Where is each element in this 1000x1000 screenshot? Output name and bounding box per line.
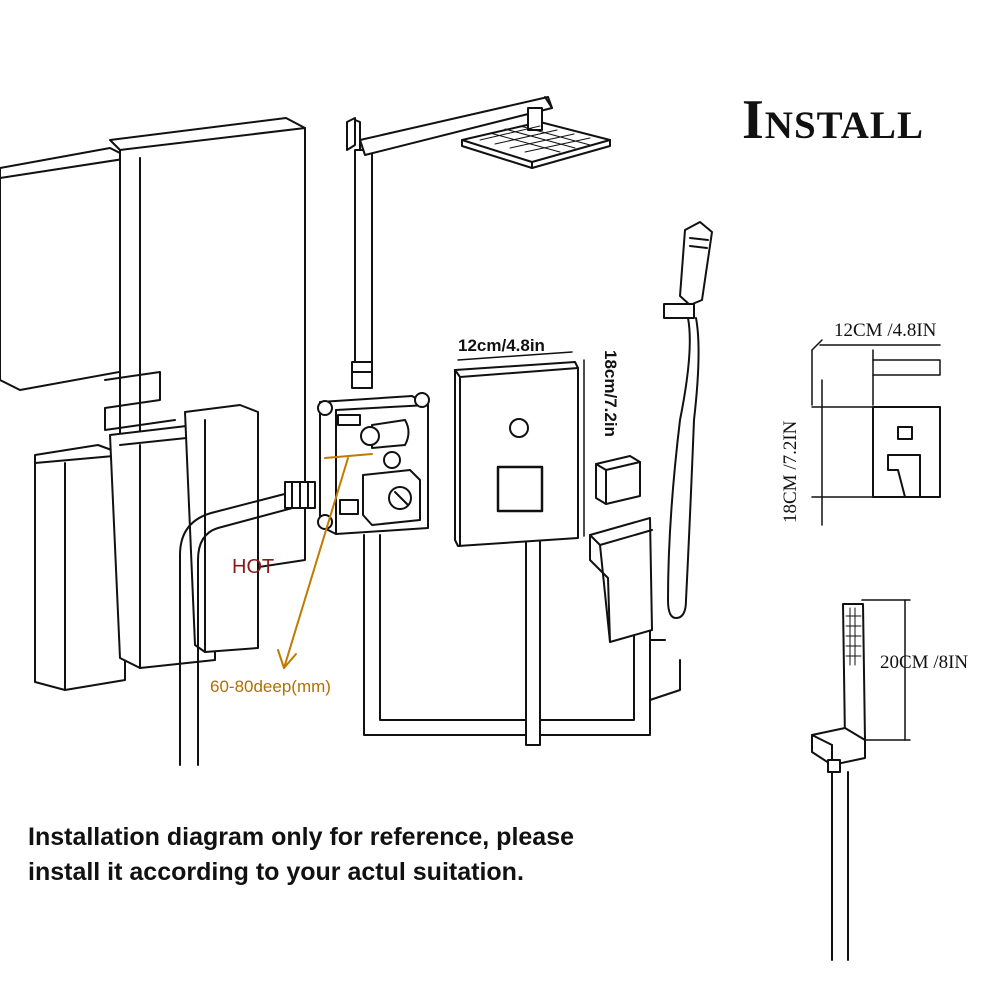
shower-head-holes [479, 125, 591, 153]
rain-shower-head [461, 107, 611, 169]
shower-arm [346, 96, 553, 389]
page-title: Install [742, 89, 924, 151]
trim-plate [454, 361, 579, 547]
handheld-dimension [811, 599, 911, 961]
hand-shower [663, 221, 713, 619]
valve-body [317, 392, 430, 535]
pipe-fitting [284, 481, 316, 509]
panel-dimension-lines [457, 351, 585, 537]
wall-boards [0, 117, 306, 691]
hot-label: HOT [232, 556, 275, 578]
front-width-dimension: 12CM /4.8IN [834, 320, 937, 341]
depth-indicator [277, 453, 373, 669]
hot-water-pipe [179, 489, 301, 766]
concealed-pipework [363, 534, 681, 746]
reference-note: Installation diagram only for reference,… [28, 823, 575, 886]
depth-label: 60-80deep(mm) [210, 677, 331, 696]
panel-height-label: 18cm/7.2in [601, 350, 620, 437]
diverter-knob [595, 455, 641, 505]
handheld-height-dimension: 20CM /8IN [880, 652, 969, 673]
front-view-panel [811, 339, 941, 526]
panel-width-label: 12cm/4.8in [458, 336, 545, 355]
front-height-dimension: 18CM /7.2IN [780, 420, 801, 523]
lever-handle [589, 517, 653, 643]
